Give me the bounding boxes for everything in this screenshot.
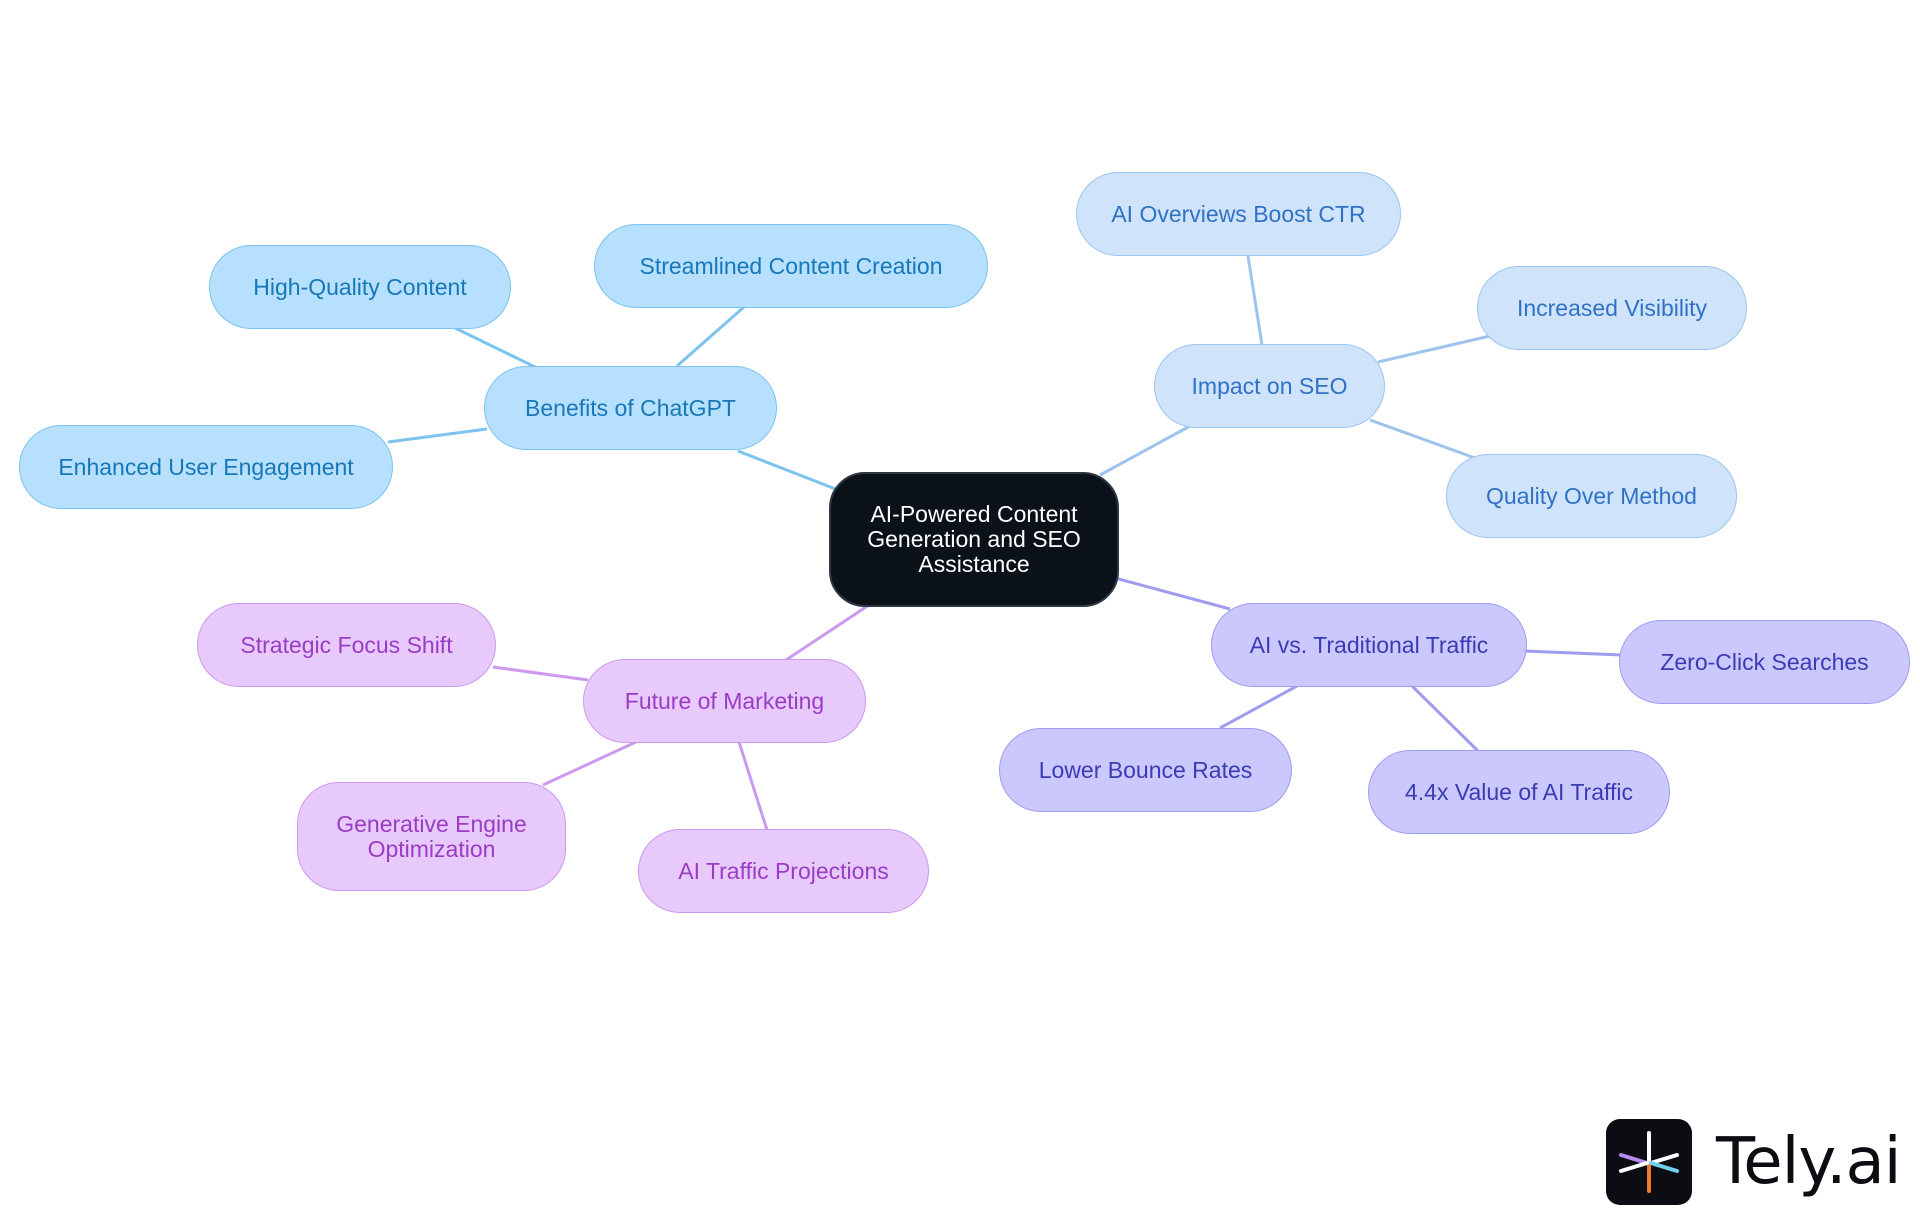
brand-logo: Tely.ai	[1606, 1119, 1901, 1205]
root-label: AI-Powered Content Generation and SEO As…	[867, 501, 1081, 577]
branch-future: Future of Marketing	[583, 659, 866, 743]
branch-traffic-label: AI vs. Traditional Traffic	[1249, 631, 1489, 658]
node-label: AI Traffic Projections	[678, 857, 889, 884]
node-label: AI Overviews Boost CTR	[1111, 200, 1366, 227]
tely-logo-icon	[1606, 1119, 1692, 1205]
node-lower-bounce-rates: Lower Bounce Rates	[999, 728, 1292, 812]
node-label: Zero-Click Searches	[1660, 648, 1869, 675]
node-label: Increased Visibility	[1516, 294, 1708, 321]
node-quality-over-method: Quality Over Method	[1446, 454, 1737, 538]
node-label: Enhanced User Engagement	[58, 453, 354, 480]
root-node: AI-Powered Content Generation and SEO As…	[829, 472, 1119, 607]
branch-seo-label: Impact on SEO	[1191, 372, 1348, 399]
node-ai-overviews-boost-ctr: AI Overviews Boost CTR	[1076, 172, 1401, 256]
node-high-quality-content: High-Quality Content	[209, 245, 511, 329]
branch-seo: Impact on SEO	[1154, 344, 1385, 428]
brand-name: Tely.ai	[1716, 1125, 1901, 1199]
node-value-of-ai-traffic: 4.4x Value of AI Traffic	[1368, 750, 1670, 834]
branch-traffic: AI vs. Traditional Traffic	[1211, 603, 1527, 687]
node-generative-engine-optimization: Generative Engine Optimization	[297, 782, 566, 891]
node-label: 4.4x Value of AI Traffic	[1404, 778, 1633, 805]
node-label: Strategic Focus Shift	[240, 631, 453, 658]
node-label: Lower Bounce Rates	[1038, 756, 1253, 783]
node-label: Quality Over Method	[1486, 482, 1697, 509]
node-label: Streamlined Content Creation	[639, 252, 943, 279]
node-ai-traffic-projections: AI Traffic Projections	[638, 829, 929, 913]
node-increased-visibility: Increased Visibility	[1477, 266, 1747, 350]
branch-benefits-label: Benefits of ChatGPT	[525, 394, 736, 421]
node-strategic-focus-shift: Strategic Focus Shift	[197, 603, 496, 687]
node-enhanced-user-engagement: Enhanced User Engagement	[19, 425, 393, 509]
branch-future-label: Future of Marketing	[624, 687, 825, 714]
node-zero-click-searches: Zero-Click Searches	[1619, 620, 1910, 704]
node-label: Generative Engine Optimization	[336, 810, 527, 862]
branch-benefits: Benefits of ChatGPT	[484, 366, 777, 450]
node-label: High-Quality Content	[253, 273, 467, 300]
node-streamlined-content-creation: Streamlined Content Creation	[594, 224, 988, 308]
